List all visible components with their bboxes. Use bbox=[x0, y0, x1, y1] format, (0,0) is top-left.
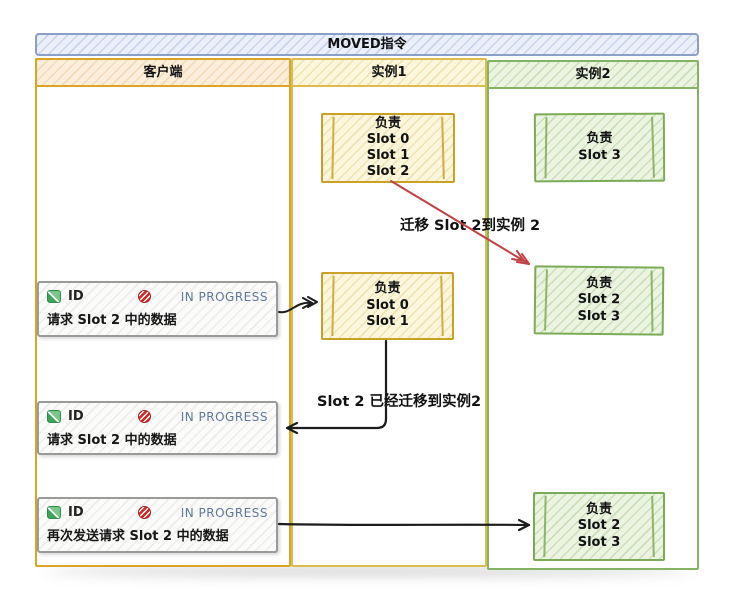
node-line: Slot 0 bbox=[366, 297, 409, 313]
slot2-moved-label: Slot 2 已经迁移到实例2 bbox=[317, 394, 482, 410]
request-text: 请求 Slot 2 中的数据 bbox=[47, 313, 177, 328]
node-line: Slot 3 bbox=[578, 147, 621, 163]
status-badge: IN PROGRESS bbox=[180, 505, 268, 520]
priority-icon bbox=[137, 506, 151, 519]
task-icon bbox=[47, 410, 61, 423]
lane-instance2-header: 实例2 bbox=[489, 62, 697, 89]
node-instance2-final: 负责 Slot 2 Slot 3 bbox=[533, 492, 665, 561]
node-instance2-before: 负责 Slot 3 bbox=[533, 112, 666, 183]
ticket-id-label: ID bbox=[68, 409, 84, 424]
node-line: Slot 0 bbox=[366, 132, 410, 147]
ticket-id-label: ID bbox=[68, 505, 84, 520]
node-line: Slot 2 bbox=[577, 292, 621, 308]
migrate-slot2-label: 迁移 Slot 2到实例 2 bbox=[400, 218, 541, 234]
diagram-title: MOVED指令 bbox=[35, 33, 699, 56]
card-header-row: ID IN PROGRESS bbox=[39, 403, 276, 424]
node-line: Slot 1 bbox=[366, 148, 410, 163]
node-line: 负责 bbox=[586, 130, 613, 147]
node-line: Slot 2 bbox=[577, 518, 621, 534]
node-line: Slot 3 bbox=[577, 534, 621, 550]
node-line: 负责 bbox=[586, 275, 613, 291]
task-icon bbox=[47, 506, 61, 519]
node-instance1-before: 负责 Slot 0 Slot 1 Slot 2 bbox=[321, 113, 455, 183]
card-header-row: ID IN PROGRESS bbox=[39, 283, 276, 304]
lane-instance1-header: 实例1 bbox=[293, 60, 485, 87]
request-card-3: ID IN PROGRESS 再次发送请求 Slot 2 中的数据 bbox=[37, 497, 278, 553]
node-line: 负责 bbox=[374, 281, 401, 297]
task-icon bbox=[47, 290, 61, 303]
request-text: 请求 Slot 2 中的数据 bbox=[47, 433, 177, 448]
node-instance1-after: 负责 Slot 0 Slot 1 bbox=[321, 272, 454, 340]
priority-icon bbox=[137, 290, 151, 303]
node-line: Slot 2 bbox=[366, 164, 410, 179]
node-line: Slot 3 bbox=[577, 308, 621, 324]
diagram-drop-shadow bbox=[45, 568, 690, 575]
request-card-1: ID IN PROGRESS 请求 Slot 2 中的数据 bbox=[37, 281, 278, 337]
request-text: 再次发送请求 Slot 2 中的数据 bbox=[47, 529, 229, 544]
status-badge: IN PROGRESS bbox=[180, 289, 268, 304]
node-line: 负责 bbox=[374, 116, 401, 131]
node-line: Slot 1 bbox=[366, 314, 409, 330]
node-instance2-after: 负责 Slot 2 Slot 3 bbox=[533, 265, 665, 336]
node-line: 负责 bbox=[585, 501, 612, 517]
card-header-row: ID IN PROGRESS bbox=[39, 499, 276, 520]
request-card-2: ID IN PROGRESS 请求 Slot 2 中的数据 bbox=[37, 401, 278, 455]
lane-client-header: 客户端 bbox=[37, 60, 289, 87]
priority-icon bbox=[137, 410, 151, 423]
ticket-id-label: ID bbox=[68, 289, 84, 304]
status-badge: IN PROGRESS bbox=[180, 409, 268, 424]
